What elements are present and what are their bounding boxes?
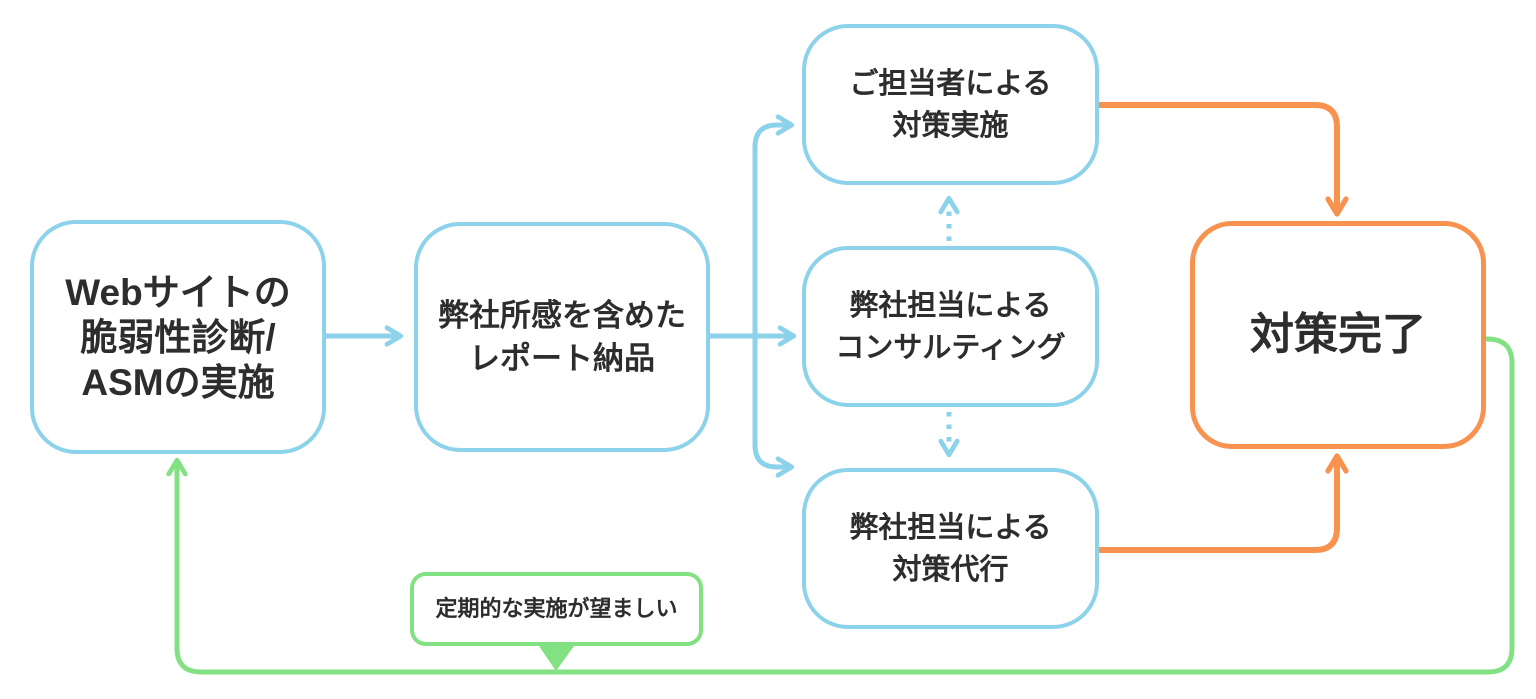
node-complete: 対策完了 xyxy=(1190,221,1486,449)
note-pointer-triangle xyxy=(539,646,574,671)
node-customer-action: ご担当者による 対策実施 xyxy=(802,24,1099,185)
node-report-delivery: 弊社所感を含めた レポート納品 xyxy=(414,222,710,452)
arrow-complete-to-assessment-loop xyxy=(166,336,1515,675)
node-consulting-line1: 弊社担当による xyxy=(849,289,1052,322)
node-report-line1: 弊社所感を含めた xyxy=(438,298,686,333)
node-assessment-line1: Webサイトの xyxy=(65,271,291,313)
node-report-line2: レポート納品 xyxy=(469,341,655,376)
periodic-note-callout: 定期的な実施が望ましい xyxy=(410,572,703,646)
node-customer-action-line1: ご担当者による xyxy=(849,67,1052,100)
node-remediation-by-vendor: 弊社担当による 対策代行 xyxy=(802,468,1099,629)
node-assessment-line2: 脆弱性診断/ xyxy=(80,316,276,358)
node-remediation-line2: 対策代行 xyxy=(892,553,1009,586)
node-consulting-line2: コンサルティング xyxy=(835,331,1066,364)
arrow-customer-action-to-complete xyxy=(1097,102,1349,217)
arrow-report-to-remediation xyxy=(752,333,795,478)
periodic-note-text: 定期的な実施が望ましい xyxy=(435,596,678,621)
node-complete-line1: 対策完了 xyxy=(1250,310,1426,359)
arrow-remediation-to-complete xyxy=(1097,453,1349,553)
node-assessment-line3: ASMの実施 xyxy=(81,361,275,403)
arrow-report-to-customer-action xyxy=(752,114,795,339)
node-consulting: 弊社担当による コンサルティング xyxy=(802,246,1099,407)
node-remediation-line1: 弊社担当による xyxy=(849,511,1052,544)
node-assessment: Webサイトの 脆弱性診断/ ASMの実施 xyxy=(30,220,326,454)
node-customer-action-line2: 対策実施 xyxy=(892,109,1009,142)
